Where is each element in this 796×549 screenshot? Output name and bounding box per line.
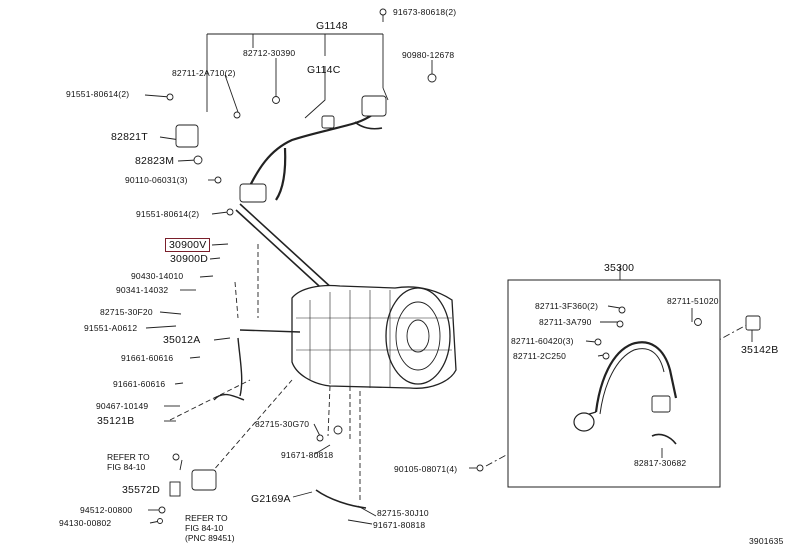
part-label-35121b[interactable]: 35121B: [97, 415, 135, 427]
part-label-82711-60420[interactable]: 82711-60420(3): [511, 336, 574, 346]
part-label-82817-30682[interactable]: 82817-30682: [634, 458, 687, 468]
refer-to-label-1: REFER TO: [107, 452, 150, 462]
fig-reference-2[interactable]: FIG 84-10: [185, 523, 224, 533]
part-label-90980-12678[interactable]: 90980-12678: [402, 50, 455, 60]
part-label-91671-80818-bottom[interactable]: 91671-80818: [373, 520, 426, 530]
part-label-90105-08071[interactable]: 90105-08071(4): [394, 464, 458, 474]
part-label-82715-30g70[interactable]: 82715-30G70: [255, 419, 310, 429]
part-label-30900v-highlighted[interactable]: 30900V: [165, 238, 211, 252]
part-label-82715-30f20[interactable]: 82715-30F20: [100, 307, 153, 317]
part-label-35142b[interactable]: 35142B: [741, 344, 779, 356]
part-label-91661-60616-b[interactable]: 91661-60616: [113, 379, 166, 389]
refer-to-label-2: REFER TO: [185, 513, 228, 523]
part-label-90430-14010[interactable]: 90430-14010: [131, 271, 184, 281]
part-label-94512-00800[interactable]: 94512-00800: [80, 505, 133, 515]
group-label-g114c[interactable]: G114C: [307, 64, 341, 76]
part-label-35572d[interactable]: 35572D: [122, 484, 160, 496]
part-label-91673-80618[interactable]: 91673-80618(2): [393, 7, 457, 17]
part-label-30900d[interactable]: 30900D: [170, 253, 208, 265]
part-label-82712-30390[interactable]: 82712-30390: [243, 48, 296, 58]
part-label-82711-51020[interactable]: 82711-51020: [667, 296, 719, 306]
part-label-g2169a[interactable]: G2169A: [251, 493, 291, 505]
part-label-35300[interactable]: 35300: [604, 262, 635, 274]
part-label-35012a[interactable]: 35012A: [163, 334, 201, 346]
group-label-g1148[interactable]: G1148: [316, 20, 348, 32]
part-label-82821t[interactable]: 82821T: [111, 131, 148, 143]
part-label-90110-06031[interactable]: 90110-06031(3): [125, 175, 188, 185]
part-label-91551-80614-top[interactable]: 91551-80614(2): [66, 89, 130, 99]
part-label-91661-60616-a[interactable]: 91661-60616: [121, 353, 174, 363]
part-label-90341-14032[interactable]: 90341-14032: [116, 285, 169, 295]
part-label-90467-10149[interactable]: 90467-10149: [96, 401, 149, 411]
part-label-91671-80818-top[interactable]: 91671-80818: [281, 450, 334, 460]
part-label-91551-80614-mid[interactable]: 91551-80614(2): [136, 209, 200, 219]
part-label-82711-2a710[interactable]: 82711-2A710(2): [172, 68, 236, 78]
part-label-94130-00802[interactable]: 94130-00802: [59, 518, 112, 528]
part-label-82711-3a790[interactable]: 82711-3A790: [539, 317, 592, 327]
part-label-82715-30j10[interactable]: 82715-30J10: [377, 508, 429, 518]
figure-number: 3901635: [749, 536, 784, 546]
part-label-91551-a0612[interactable]: 91551-A0612: [84, 323, 138, 333]
part-label-82711-3f360[interactable]: 82711-3F360(2): [535, 301, 599, 311]
part-label-82823m[interactable]: 82823M: [135, 155, 175, 167]
pnc-reference-2: (PNC 89451): [185, 533, 235, 543]
part-label-82711-2c250[interactable]: 82711-2C250: [513, 351, 567, 361]
fig-reference-1[interactable]: FIG 84-10: [107, 462, 146, 472]
